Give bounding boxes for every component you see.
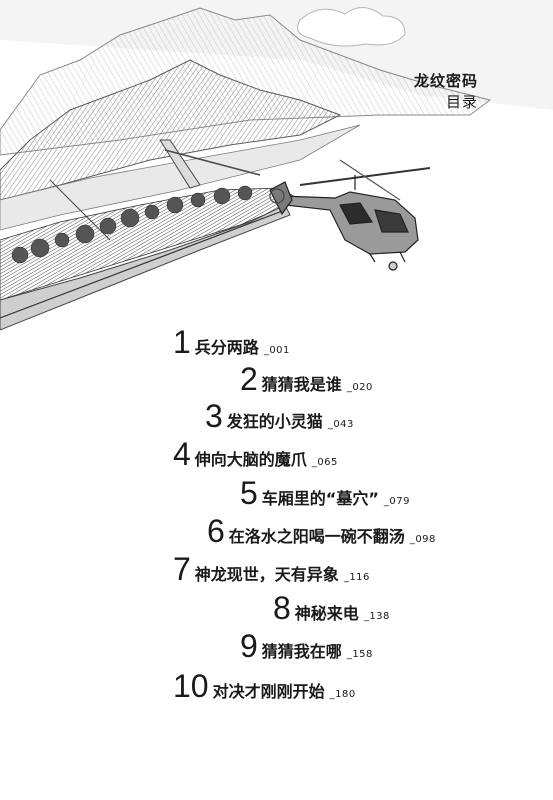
chapter-page: _079 xyxy=(383,496,410,507)
road xyxy=(0,204,291,331)
helicopter xyxy=(269,159,431,271)
cloud xyxy=(297,7,406,47)
toc-entry-8[interactable]: 8 神秘来电 _138 xyxy=(273,592,390,624)
toc-entry-2[interactable]: 2 猜猜我是谁 _020 xyxy=(240,363,373,395)
chapter-title: 兵分两路 xyxy=(194,338,259,357)
toc-entry-3[interactable]: 3 发狂的小灵猫 _043 xyxy=(205,400,354,432)
toc-entry-9[interactable]: 9 猜猜我在哪 _158 xyxy=(240,630,373,662)
chapter-number: 2 xyxy=(240,361,258,397)
near-mountains xyxy=(0,59,342,201)
cover-illustration xyxy=(0,0,553,331)
chapter-page: _116 xyxy=(343,572,370,583)
chapter-number: 9 xyxy=(240,628,258,664)
chapter-number: 5 xyxy=(240,475,258,511)
river xyxy=(0,124,361,231)
book-title: 龙纹密码 xyxy=(413,72,478,90)
chapter-title: 伸向大脑的魔爪 xyxy=(194,450,307,469)
chapter-number: 4 xyxy=(173,436,191,472)
toc-entry-6[interactable]: 6 在洛水之阳喝一碗不翻汤 _098 xyxy=(207,515,436,547)
toc-entry-5[interactable]: 5 车厢里的“墓穴” _079 xyxy=(240,477,410,509)
chapter-title: 车厢里的“墓穴” xyxy=(261,489,379,508)
chapter-title: 发狂的小灵猫 xyxy=(226,412,323,431)
toc-entry-4[interactable]: 4 伸向大脑的魔爪 _065 xyxy=(173,438,338,470)
chapter-number: 6 xyxy=(207,513,225,549)
toc-entry-10[interactable]: 10 对决才刚刚开始 _180 xyxy=(173,670,356,702)
chapter-number: 10 xyxy=(173,668,209,704)
chapter-page: _180 xyxy=(329,689,356,700)
chapter-page: _158 xyxy=(346,649,373,660)
chapter-page: _043 xyxy=(327,419,354,430)
chapter-page: _001 xyxy=(263,345,290,356)
chapter-number: 1 xyxy=(173,324,191,360)
chapter-title: 神龙现世，天有异象 xyxy=(194,565,339,584)
toc-heading: 目录 xyxy=(445,93,478,111)
trees xyxy=(11,185,253,264)
chapter-number: 3 xyxy=(205,398,223,434)
chapter-page: _138 xyxy=(363,611,390,622)
chapter-title: 对决才刚刚开始 xyxy=(212,682,325,701)
toc-entry-1[interactable]: 1 兵分两路 _001 xyxy=(173,326,290,358)
chapter-number: 7 xyxy=(173,551,191,587)
chapter-page: _020 xyxy=(346,382,373,393)
chapter-number: 8 xyxy=(273,590,291,626)
chapter-title: 猜猜我在哪 xyxy=(261,642,342,661)
chapter-page: _098 xyxy=(409,534,436,545)
chapter-title: 神秘来电 xyxy=(294,604,359,623)
toc-entry-7[interactable]: 7 神龙现世，天有异象 _116 xyxy=(173,553,370,585)
chapter-title: 猜猜我是谁 xyxy=(261,375,342,394)
chapter-page: _065 xyxy=(311,457,338,468)
chapter-title: 在洛水之阳喝一碗不翻汤 xyxy=(228,527,405,546)
